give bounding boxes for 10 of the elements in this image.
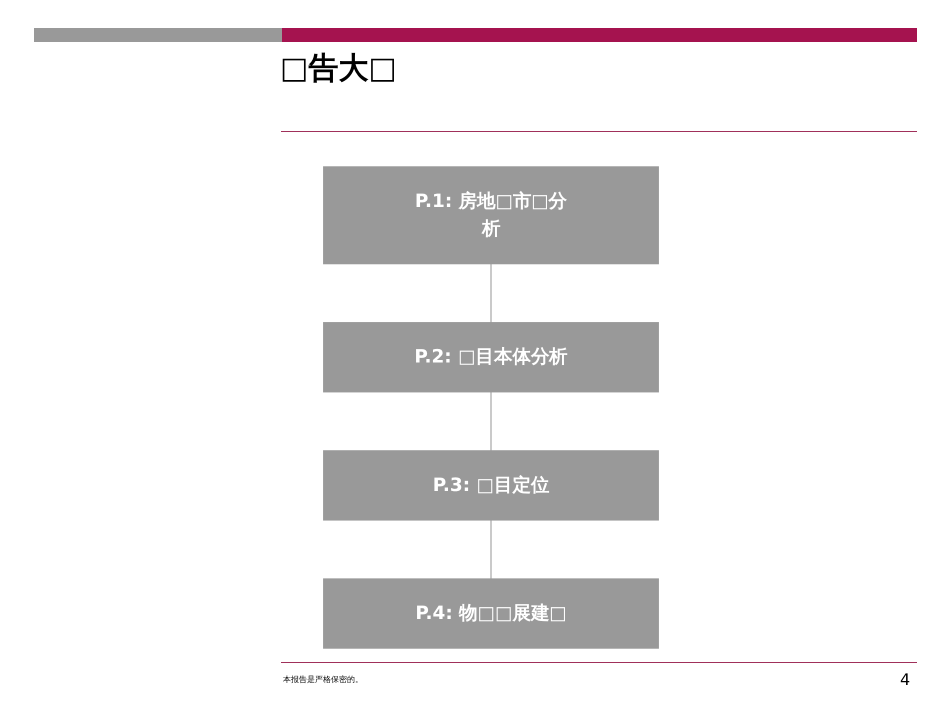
page-number: 4 <box>900 670 910 689</box>
footer-note: 本报告是严格保密的。 <box>283 674 363 685</box>
node-box: P.2: □目本体分析 <box>323 322 659 392</box>
connector <box>490 392 492 451</box>
node-box: P.4: 物□□展建□ <box>323 578 659 649</box>
page-title: □告大□ <box>280 50 397 88</box>
node-box: P.1: 房地□市□分析 <box>323 166 659 264</box>
node-box: P.3: □目定位 <box>323 450 659 521</box>
connector <box>490 520 492 579</box>
connector <box>490 264 492 322</box>
